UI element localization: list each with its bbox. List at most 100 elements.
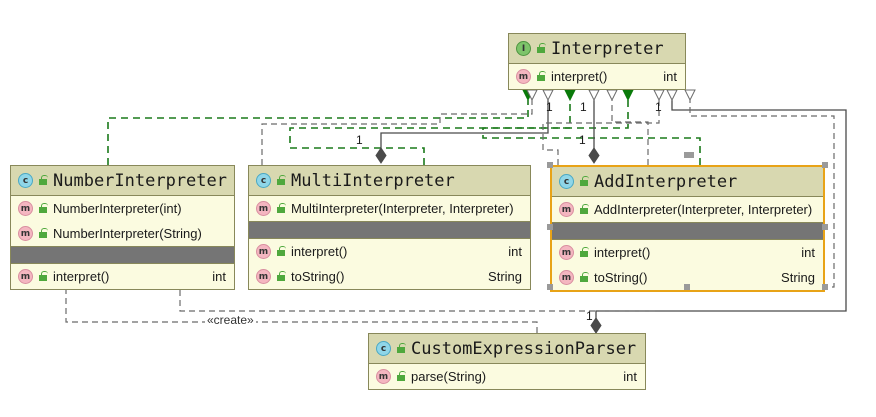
class-header-interpreter[interactable]: I Interpreter: [509, 34, 685, 64]
member-type: int: [212, 269, 226, 284]
member-name: interpret(): [594, 245, 651, 260]
class-header-custom-expression-parser[interactable]: c CustomExpressionParser: [369, 334, 645, 364]
class-icon: c: [376, 341, 391, 356]
public-lock-icon: [275, 175, 286, 186]
method-icon: m: [559, 245, 574, 260]
class-box-multi-interpreter[interactable]: c MultiInterpreter m MultiInterpreter(In…: [248, 165, 531, 290]
edge-dependency-multi-to-interpreter: [261, 100, 532, 165]
member-name: toString(): [594, 270, 648, 285]
class-header-add-interpreter[interactable]: c AddInterpreter: [552, 167, 823, 197]
public-lock-icon: [535, 43, 546, 54]
method-icon: m: [516, 69, 531, 84]
method-icon: m: [559, 202, 574, 217]
class-header-multi-interpreter[interactable]: c MultiInterpreter: [249, 166, 530, 196]
member-row[interactable]: m interpret() int: [11, 264, 234, 289]
multiplicity-label: 1: [356, 133, 363, 147]
class-name-add-interpreter: AddInterpreter: [594, 171, 738, 192]
method-icon: m: [18, 226, 33, 241]
class-icon: c: [256, 173, 271, 188]
method-icon: m: [256, 269, 271, 284]
constructors-section-number-interpreter: m NumberInterpreter(int) m NumberInterpr…: [11, 196, 234, 246]
method-icon: m: [376, 369, 391, 384]
member-name: interpret(): [291, 244, 348, 259]
interface-icon: I: [516, 41, 531, 56]
multiplicity-label: 1: [579, 133, 586, 147]
public-lock-icon: [37, 203, 48, 214]
member-type: int: [801, 245, 815, 260]
selection-handle-w[interactable]: [547, 224, 553, 230]
method-icon: m: [18, 201, 33, 216]
member-row[interactable]: m interpret() int: [552, 240, 823, 265]
member-row[interactable]: m interpret() int: [249, 239, 530, 264]
multiplicity-label: 1: [586, 309, 593, 323]
member-row[interactable]: m parse(String) int: [369, 364, 645, 389]
class-box-number-interpreter[interactable]: c NumberInterpreter m NumberInterpreter(…: [10, 165, 235, 290]
public-lock-icon: [535, 71, 546, 82]
class-name-number-interpreter: NumberInterpreter: [53, 170, 227, 191]
member-row[interactable]: m toString() String: [249, 264, 530, 289]
member-row[interactable]: m interpret() int: [509, 64, 685, 89]
create-stereotype-label: «create»: [205, 313, 256, 327]
class-icon: c: [559, 174, 574, 189]
member-row[interactable]: m AddInterpreter(Interpreter, Interprete…: [552, 197, 823, 222]
member-type: int: [623, 369, 637, 384]
multiplicity-label: 1: [546, 100, 553, 114]
methods-section-add-interpreter: m interpret() int m toString() String: [552, 240, 823, 290]
edge-realization-add-interpreter: [482, 100, 701, 165]
selection-handle-s[interactable]: [684, 284, 690, 290]
public-lock-icon: [275, 203, 286, 214]
selection-handle-ne[interactable]: [822, 162, 828, 168]
public-lock-icon: [578, 272, 589, 283]
class-name-interpreter: Interpreter: [551, 38, 664, 59]
member-name: interpret(): [551, 69, 608, 84]
method-icon: m: [256, 201, 271, 216]
member-row[interactable]: m NumberInterpreter(String): [11, 221, 234, 246]
public-lock-icon: [578, 204, 589, 215]
method-icon: m: [256, 244, 271, 259]
methods-section-multi-interpreter: m interpret() int m toString() String: [249, 239, 530, 289]
class-name-multi-interpreter: MultiInterpreter: [291, 170, 455, 191]
method-icon: m: [559, 270, 574, 285]
section-divider: [249, 221, 530, 239]
public-lock-icon: [578, 247, 589, 258]
selection-handle-extra[interactable]: [688, 152, 694, 158]
member-name: MultiInterpreter(Interpreter, Interprete…: [291, 201, 514, 216]
methods-section-interpreter: m interpret() int: [509, 64, 685, 89]
class-box-custom-expression-parser[interactable]: c CustomExpressionParser m parse(String)…: [368, 333, 646, 390]
member-row[interactable]: m NumberInterpreter(int): [11, 196, 234, 221]
composition-diamond-multi: [375, 147, 387, 164]
section-divider: [552, 222, 823, 240]
public-lock-icon: [395, 371, 406, 382]
edge-dependency-add-to-interpreter: [542, 100, 659, 165]
public-lock-icon: [275, 246, 286, 257]
member-row[interactable]: m MultiInterpreter(Interpreter, Interpre…: [249, 196, 530, 221]
member-name: AddInterpreter(Interpreter, Interpreter): [594, 202, 813, 217]
class-box-add-interpreter[interactable]: c AddInterpreter m AddInterpreter(Interp…: [550, 165, 825, 292]
methods-section-custom-expression-parser: m parse(String) int: [369, 364, 645, 389]
edge-composition-add-to-interpreter: [588, 100, 600, 164]
edge-create-parser-to-number-left: [66, 288, 538, 333]
multiplicity-label: 1: [580, 100, 587, 114]
edge-composition-multi-to-interpreter: [375, 100, 548, 164]
selection-handle-nw[interactable]: [547, 162, 553, 168]
public-lock-icon: [395, 343, 406, 354]
selection-handle-se[interactable]: [822, 284, 828, 290]
public-lock-icon: [37, 271, 48, 282]
public-lock-icon: [275, 271, 286, 282]
section-divider: [11, 246, 234, 264]
edge-realization-multi-interpreter: [289, 100, 570, 165]
member-type: int: [508, 244, 522, 259]
member-name: NumberInterpreter(String): [53, 226, 202, 241]
multiplicity-label: 1: [655, 100, 662, 114]
methods-section-number-interpreter: m interpret() int: [11, 264, 234, 289]
composition-diamond-add: [588, 147, 600, 164]
class-icon: c: [18, 173, 33, 188]
class-box-interpreter[interactable]: I Interpreter m interpret() int: [508, 33, 686, 90]
member-name: parse(String): [411, 369, 487, 384]
public-lock-icon: [37, 175, 48, 186]
class-header-number-interpreter[interactable]: c NumberInterpreter: [11, 166, 234, 196]
selection-handle-e[interactable]: [822, 224, 828, 230]
selection-handle-sw[interactable]: [547, 284, 553, 290]
edge-realization-number-interpreter: [107, 100, 528, 165]
